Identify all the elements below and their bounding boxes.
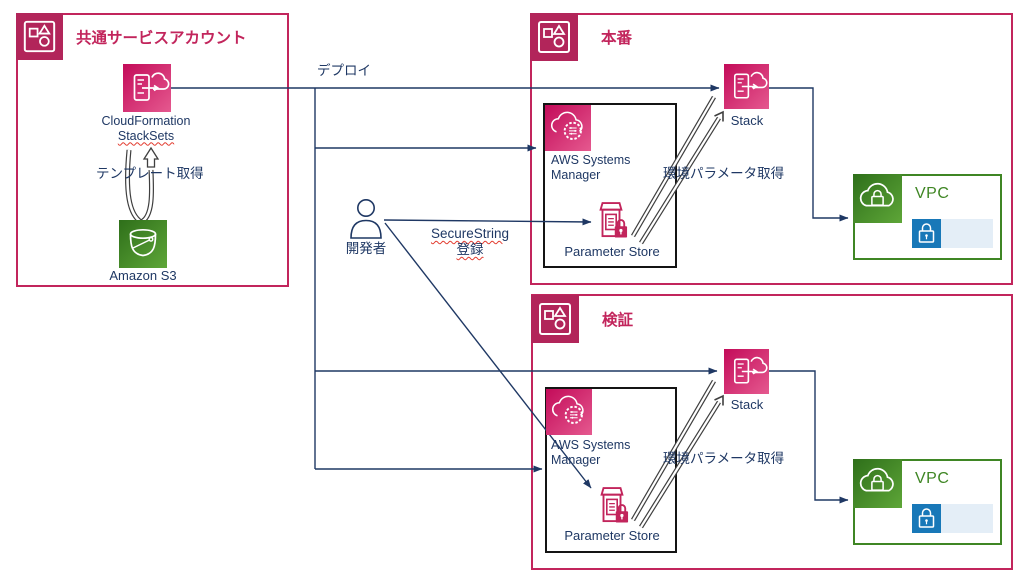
- amazon-s3-icon: [119, 220, 167, 268]
- prod-systems-manager-icon: [545, 105, 591, 151]
- staging-account-icon: [531, 295, 579, 343]
- prod-parameter-store-icon: [594, 199, 628, 243]
- staging-private-subnet-lock-icon: [912, 504, 941, 533]
- staging-vpc-label: VPC: [915, 470, 950, 487]
- staging-parameter-store-icon: [595, 484, 629, 528]
- shared-account-box: [16, 13, 289, 287]
- prod-account-icon: [530, 13, 578, 61]
- deploy-label: デプロイ: [317, 63, 371, 78]
- prod-account-title: 本番: [601, 30, 633, 47]
- securestring-label: SecureString 登録: [430, 226, 510, 257]
- shared-account-title: 共通サービスアカウント: [76, 30, 247, 47]
- prod-env-param-label: 環境パラメータ取得: [663, 166, 785, 181]
- staging-systems-manager-icon: [546, 389, 592, 435]
- template-fetch-label: テンプレート取得: [96, 166, 204, 181]
- prod-systems-manager-label: AWS Systems Manager: [551, 153, 631, 182]
- prod-vpc-icon: [853, 174, 902, 223]
- prod-stack-label: Stack: [730, 113, 764, 128]
- staging-parameter-store-label: Parameter Store: [564, 528, 660, 543]
- staging-vpc-icon: [853, 459, 902, 508]
- staging-account-title: 検証: [602, 312, 634, 329]
- staging-env-param-label: 環境パラメータ取得: [663, 451, 785, 466]
- staging-subnet-strip: [941, 504, 993, 533]
- staging-stack-icon: [724, 349, 769, 394]
- staging-systems-manager-label: AWS Systems Manager: [551, 438, 631, 467]
- prod-subnet-strip: [941, 219, 993, 248]
- developer-icon: [345, 197, 387, 239]
- prod-private-subnet-lock-icon: [912, 219, 941, 248]
- amazon-s3-label: Amazon S3: [109, 268, 177, 283]
- developer-label: 開発者: [345, 241, 387, 256]
- cloudformation-label: CloudFormation StackSets: [101, 114, 191, 143]
- cloudformation-stacksets-icon: [123, 64, 171, 112]
- shared-account-icon: [16, 13, 63, 60]
- prod-parameter-store-label: Parameter Store: [564, 244, 660, 259]
- staging-stack-label: Stack: [730, 397, 764, 412]
- prod-stack-icon: [724, 64, 769, 109]
- prod-vpc-label: VPC: [915, 185, 950, 202]
